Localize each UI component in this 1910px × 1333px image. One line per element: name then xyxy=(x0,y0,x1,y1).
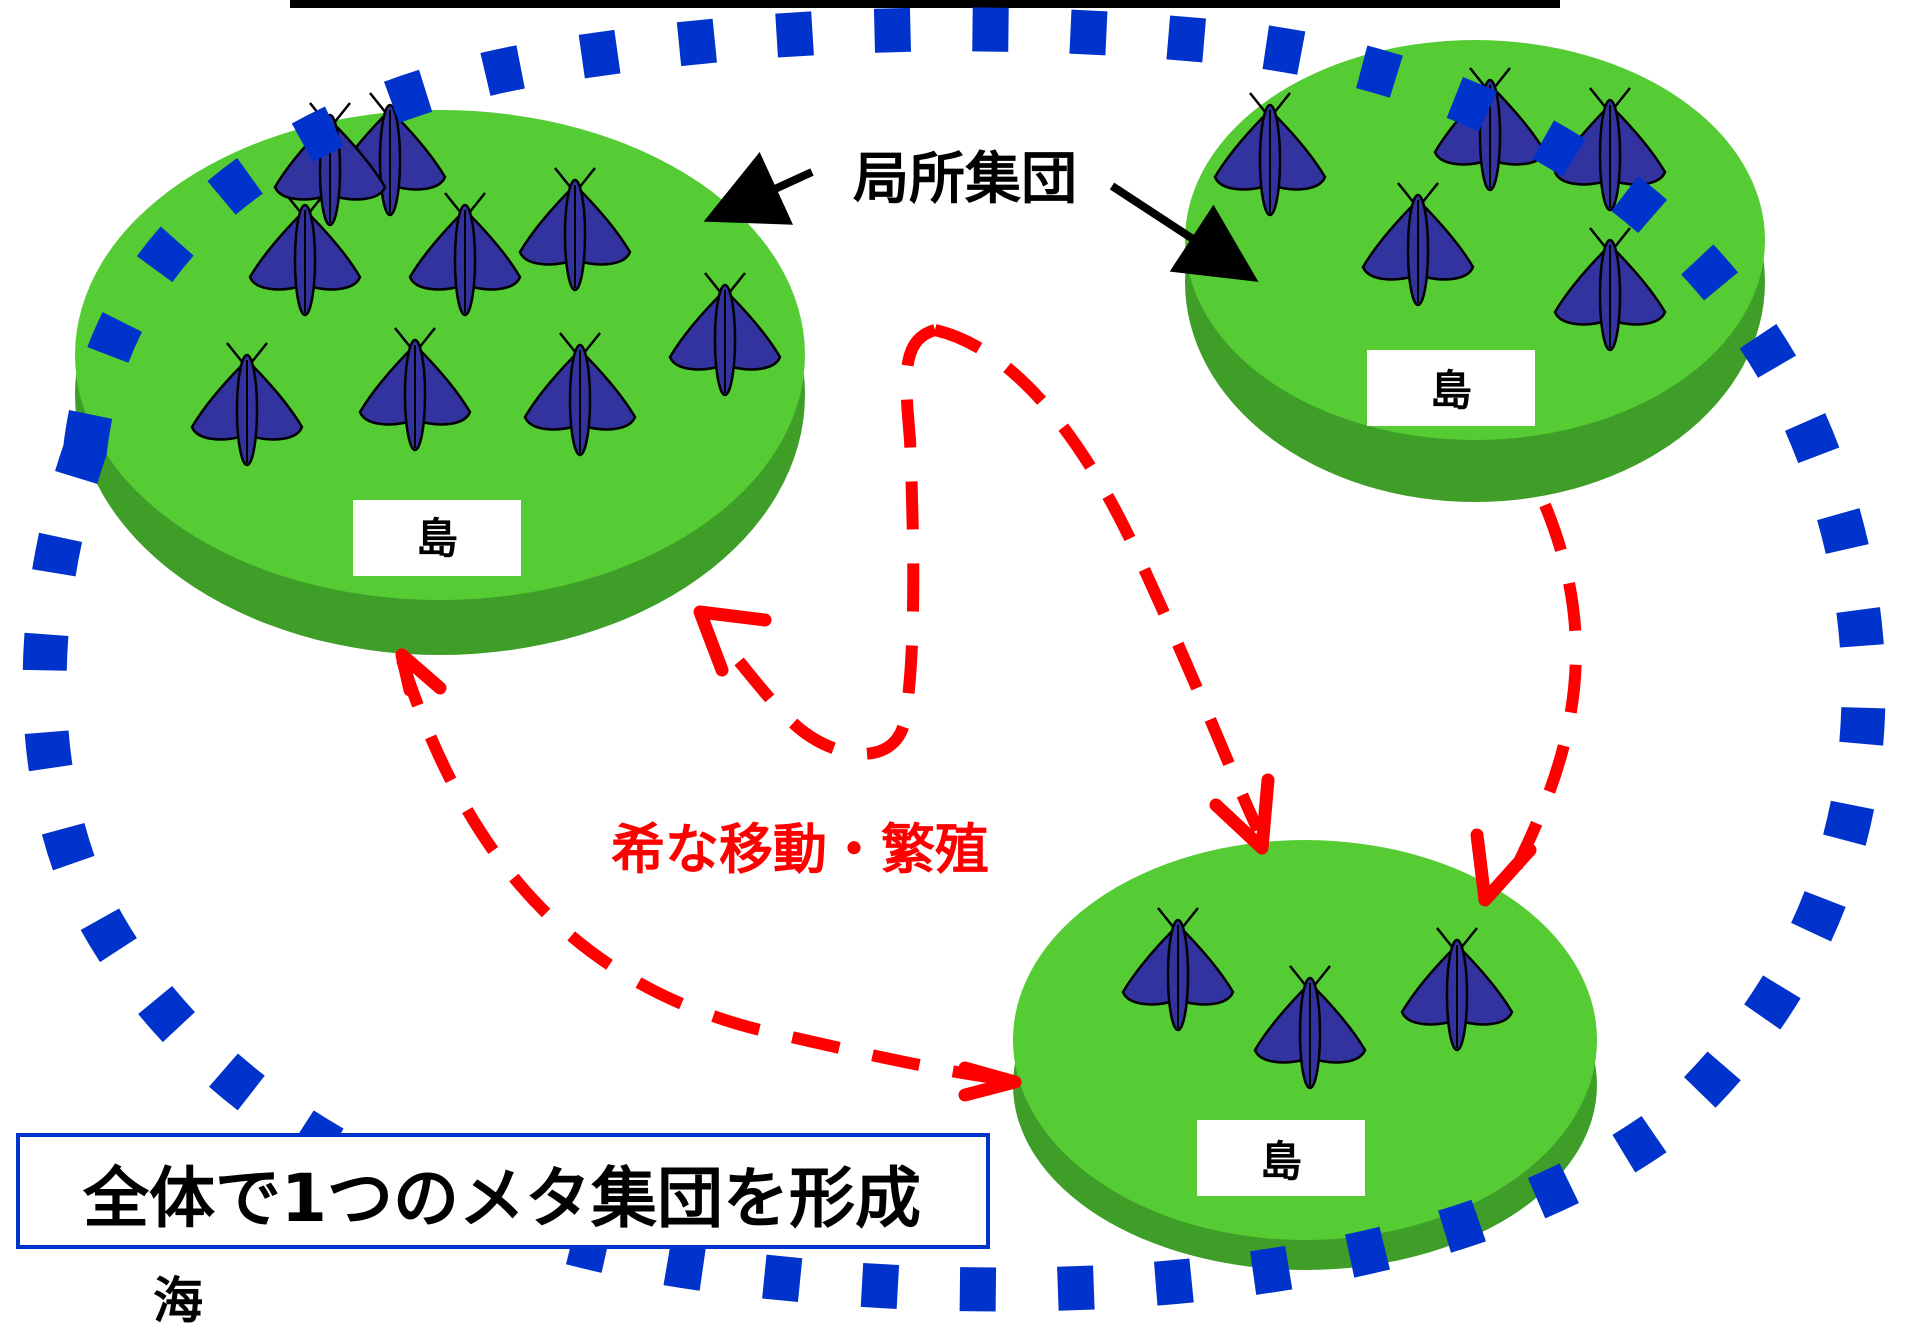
metapopulation-caption: 全体で1つのメタ集団を形成 xyxy=(82,1160,921,1237)
arrowhead-to-island-3-c xyxy=(1470,828,1537,907)
migration-path-to-3a xyxy=(933,324,1264,833)
moth-icon xyxy=(1213,92,1327,217)
cut-off-title xyxy=(290,0,1560,8)
arrowhead-to-island-3-a xyxy=(958,1061,1022,1102)
moth-icon xyxy=(358,327,472,452)
island-1-moths xyxy=(190,92,782,467)
local-population-label: 局所集団 xyxy=(853,147,1077,212)
island-2-label: 島 xyxy=(1430,366,1472,415)
migration-arrowheads xyxy=(395,605,1537,1102)
arrowhead-to-island-1-a xyxy=(395,648,447,697)
moth-icon xyxy=(408,192,522,317)
migration-path-2-3 xyxy=(1504,502,1582,883)
moth-icon xyxy=(190,342,304,467)
sea-label: 海 xyxy=(153,1272,203,1329)
moth-icon xyxy=(1400,927,1514,1052)
island-1-label: 島 xyxy=(416,514,458,563)
moth-icon xyxy=(1253,965,1367,1090)
moth-icon xyxy=(518,167,632,292)
island-3-label: 島 xyxy=(1260,1137,1302,1186)
metapopulation-caption-box: 全体で1つのメタ集団を形成 xyxy=(16,1133,990,1249)
arrowhead-to-island-1-b xyxy=(693,605,772,677)
moth-icon xyxy=(1553,227,1667,352)
moth-icon xyxy=(523,332,637,457)
migration-path-1-3 xyxy=(396,658,1011,1086)
pointer-arrow-right xyxy=(1109,182,1259,282)
moth-icon xyxy=(1121,907,1235,1032)
migration-path-loop xyxy=(715,324,938,760)
moth-icon xyxy=(668,272,782,397)
moth-icon xyxy=(1361,182,1475,307)
pointer-arrow-left xyxy=(703,151,814,225)
rare-migration-label: 希な移動・繁殖 xyxy=(611,818,989,881)
arrowhead-to-island-3-b xyxy=(1209,773,1275,855)
island-3-moths xyxy=(1121,907,1514,1090)
metapopulation-boundary xyxy=(22,7,1886,1312)
